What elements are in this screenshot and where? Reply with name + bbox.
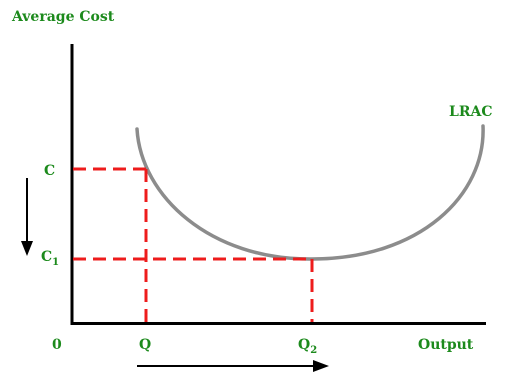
lrac-curve: [135, 124, 485, 261]
arrow-right: [137, 360, 329, 372]
tick-label-q: Q: [139, 337, 151, 353]
y-axis-label: Average Cost: [11, 9, 115, 25]
guide-lines: [73, 167, 314, 322]
tick-label-q2: Q2: [298, 337, 317, 356]
origin-label: 0: [52, 337, 62, 353]
x-axis-label: Output: [418, 337, 474, 353]
tick-label-c: C: [44, 163, 55, 179]
tick-label-c1: C1: [41, 249, 59, 268]
curve-label: LRAC: [449, 104, 492, 120]
arrow-down: [21, 178, 33, 256]
